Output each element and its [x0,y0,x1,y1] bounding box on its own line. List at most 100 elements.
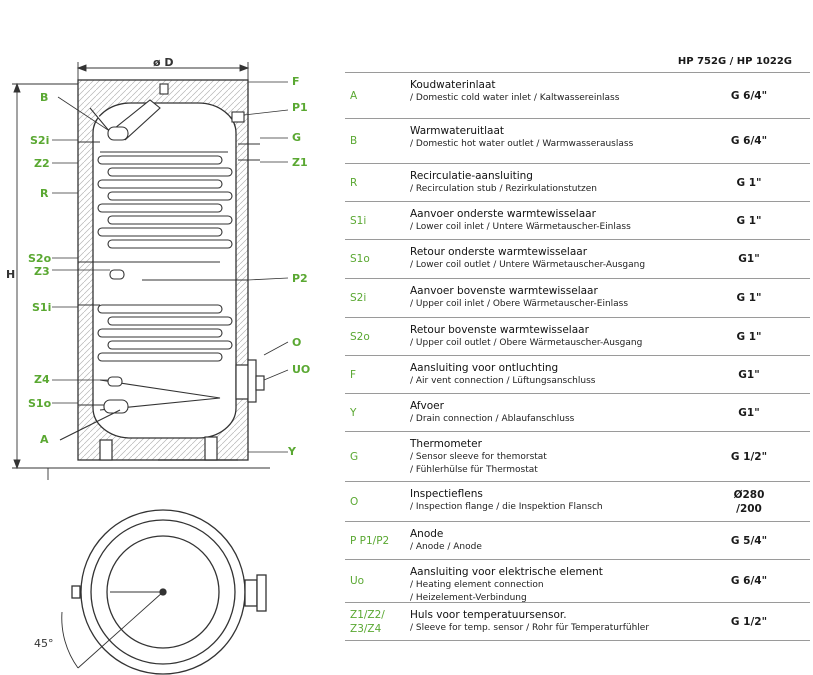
connection-code: B [350,135,358,147]
left-leaders [52,96,110,404]
spec-row: Uo Aansluiting voor elektrische element / … [345,559,810,605]
description-translation: / Sensor sleeve for themorstat [410,452,547,462]
label-b: B [40,91,49,104]
connection-size: G1" [738,253,760,265]
description-title: Koudwaterinlaat [410,79,496,91]
connection-size: Ø280 /200 [733,489,765,515]
connection-description: Aansluiting voor elektrische element / He… [410,566,603,605]
description-title: Anode [410,528,444,540]
connection-size: G 1/2" [730,616,768,628]
connection-code: Z1/Z2/ Z3/Z4 [350,609,385,635]
connection-size: G 5/4" [730,535,768,547]
connection-description: Retour onderste warmtewisselaar / Lower c… [410,246,645,272]
connection-size: G 1" [736,177,762,189]
connection-code: O [350,496,359,508]
table-bottom-rule [345,640,810,641]
spec-row: S1i Aanvoer onderste warmtewisselaar/ Low… [345,201,810,239]
label-z2: Z2 [34,157,50,170]
connection-size: G 1/2" [730,451,768,463]
spec-row: F Aansluiting voor ontluchting / Air vent … [345,355,810,393]
description-translation: / Heizelement-Verbindung [410,593,527,603]
label-z1: Z1 [292,156,308,169]
label-g: G [292,131,302,144]
description-translation: / Domestic hot water outlet / Warmwasser… [410,139,634,149]
connection-description: Aanvoer bovenste warmtewisselaar / Upper … [410,285,628,311]
connection-description: Anode / Anode / Anode [410,528,482,554]
connection-size: G 6/4" [730,575,768,587]
description-translation: / Upper coil outlet / Obere Wärmetausche… [410,338,643,348]
description-translation: / Sleeve for temp. sensor / Rohr für Tem… [410,623,650,633]
connection-description: Recirculatie-aansluiting/ Recirculation … [410,170,597,196]
description-translation: / Inspection flange / die Inspektion Fla… [410,502,603,512]
connection-code: S1i [350,215,367,227]
connection-code: S2o [350,331,370,343]
description-title: Thermometer [410,438,482,450]
connection-description: Afvoer / Drain connection / Ablaufanschlu… [410,400,574,426]
label-s2o: S2o [28,252,52,265]
spec-row: S1o Retour onderste warmtewisselaar / Lowe… [345,239,810,278]
description-title: Aanvoer bovenste warmtewisselaar [410,285,598,297]
tank-feet [99,436,238,461]
tank-diagram [12,62,289,675]
description-title: Aansluiting voor ontluchting [410,362,559,374]
label-z3: Z3 [34,265,50,278]
description-translation: / Anode / Anode [410,542,482,552]
description-translation: / Lower coil outlet / Untere Wärmetausch… [410,260,646,270]
label-y: Y [288,445,296,458]
connection-size: G 6/4" [730,90,768,102]
label-s1i: S1i [32,301,52,314]
connection-code: R [350,177,358,189]
inspection-flange [235,359,265,403]
description-title: Aansluiting voor elektrische element [410,566,603,578]
spec-table: HP 752G / HP 1022G A Koudwaterinlaat / Dom… [345,52,810,641]
model-heading: HP 752G / HP 1022G [677,56,792,67]
dimension-lines [12,62,270,480]
label-p2: P2 [292,272,308,285]
connection-description: Inspectieflens / Inspection flange / die … [410,488,603,514]
connection-description: Thermometer / Sensor sleeve for themorsta… [410,438,547,477]
description-title: Inspectieflens [410,488,483,500]
description-translation: / Upper coil inlet / Obere Wärmetauscher… [410,299,629,309]
description-title: Afvoer [410,400,444,412]
angle-label: 45° [34,637,54,650]
description-title: Warmwateruitlaat [410,125,505,137]
description-title: Aanvoer onderste warmtewisselaar [410,208,596,220]
connection-description: Aansluiting voor ontluchting / Air vent c… [410,362,595,388]
connection-code: A [350,90,358,102]
description-translation: / Drain connection / Ablaufanschluss [410,414,575,424]
description-translation: / Air vent connection / Lüftungsanschlus… [410,376,596,386]
spec-header: HP 752G / HP 1022G [345,52,810,72]
right-leaders [243,81,289,453]
label-a: A [40,433,49,446]
description-title: Retour onderste warmtewisselaar [410,246,588,258]
connection-size: G1" [738,369,760,381]
connection-size: G 1" [736,292,762,304]
spec-row: B Warmwateruitlaat / Domestic hot water ou… [345,118,810,163]
label-r: R [40,187,49,200]
description-title: Recirculatie-aansluiting [410,170,533,182]
connection-code: S1o [350,253,370,265]
connection-size: G 6/4" [730,135,768,147]
top-view [61,509,267,675]
label-uo: UO [292,363,311,376]
spec-row: O Inspectieflens / Inspection flange / die… [345,481,810,521]
connection-size: G 1" [736,215,762,227]
description-title: Huls voor temperatuursensor. [410,609,567,621]
connection-description: Retour bovenste warmtewisselaar / Upper c… [410,324,642,350]
connection-code: Y [350,407,357,419]
spec-row: Y Afvoer / Drain connection / Ablaufanschl… [345,393,810,431]
connection-code: F [350,369,357,381]
connection-code: Uo [350,575,365,587]
height-label: H [6,268,16,281]
upper-coil [78,141,233,263]
label-z4: Z4 [34,373,50,386]
label-p1: P1 [292,101,308,114]
spec-row: Z1/Z2/ Z3/Z4 Huls voor temperatuursensor.… [345,602,810,640]
description-title: Retour bovenste warmtewisselaar [410,324,589,336]
connection-description: Aanvoer onderste warmtewisselaar/ Lower … [410,208,631,234]
